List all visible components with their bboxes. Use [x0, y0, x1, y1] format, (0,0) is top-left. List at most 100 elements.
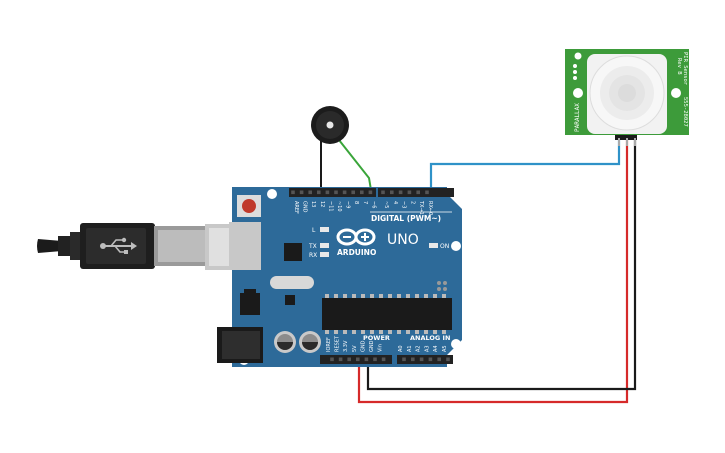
atmega-chip — [322, 294, 452, 334]
led-rx — [320, 252, 329, 257]
power-pin-row — [330, 357, 386, 362]
wires — [320, 138, 637, 404]
power-pin[interactable] — [330, 357, 334, 362]
digital-pin-row — [291, 190, 429, 195]
digital-pin-label: ~5 — [383, 201, 389, 208]
icsp-header — [437, 281, 447, 291]
digital-pin[interactable] — [425, 190, 429, 195]
power-label: POWER — [363, 334, 390, 342]
led-l-label: L — [312, 227, 316, 234]
power-pin[interactable] — [338, 357, 343, 362]
analog-label: ANALOG IN — [410, 334, 450, 342]
pir-rev-label: Rev B — [676, 58, 682, 75]
digital-pin-label: RX←0 — [427, 201, 433, 215]
analog-pin[interactable] — [419, 357, 424, 362]
led-on-label: ON — [440, 243, 449, 250]
analog-pin-label: A1 — [407, 345, 413, 352]
analog-header — [397, 355, 453, 364]
analog-pin[interactable] — [411, 357, 415, 362]
digital-pin-label: TX→1 — [418, 200, 424, 215]
power-pin[interactable] — [356, 357, 360, 362]
digital-pin[interactable] — [317, 190, 321, 195]
usb-chip — [284, 243, 302, 261]
digital-pin-label: 12 — [319, 201, 325, 207]
digital-pin[interactable] — [360, 190, 364, 195]
digital-pin-label: 13 — [310, 201, 316, 207]
power-pin[interactable] — [347, 357, 351, 362]
capacitor — [274, 331, 296, 353]
digital-pin[interactable] — [299, 190, 304, 195]
digital-pin-label: ~3 — [401, 201, 407, 208]
digital-pin-label: GND — [302, 201, 308, 213]
digital-pin[interactable] — [342, 190, 347, 195]
digital-pin[interactable] — [368, 190, 373, 195]
board-model: UNO — [387, 232, 419, 248]
analog-pin-label: A4 — [433, 345, 439, 352]
power-pin[interactable] — [364, 357, 369, 362]
analog-pin[interactable] — [437, 357, 441, 362]
digital-pin[interactable] — [334, 190, 338, 195]
board-brand: ARDUINO — [337, 248, 376, 257]
digital-pin-label: 4 — [392, 201, 398, 204]
analog-pin-label: A5 — [442, 345, 448, 352]
led-tx-label: TX — [308, 243, 317, 250]
analog-pin[interactable] — [428, 357, 433, 362]
power-pin-label: 5V — [352, 345, 358, 352]
analog-pin-row — [402, 357, 450, 362]
digital-pin-label: ~11 — [327, 201, 333, 212]
analog-pin[interactable] — [402, 357, 406, 362]
pir-sensor[interactable]: PARALLAX PIR Sensor Rev B 555-28027 — [565, 49, 689, 146]
led-l — [320, 227, 329, 232]
wire-gnd[interactable] — [366, 138, 637, 391]
led-rx-label: RX — [309, 252, 317, 259]
power-pin-label: IOREF — [326, 337, 332, 352]
power-pin[interactable] — [373, 357, 377, 362]
wire-pir-signal[interactable] — [429, 138, 621, 196]
analog-pin-label: A0 — [398, 345, 404, 352]
analog-pin[interactable] — [446, 357, 450, 362]
digital-pin[interactable] — [390, 190, 394, 195]
digital-header — [289, 188, 454, 197]
digital-pin[interactable] — [325, 190, 330, 195]
digital-pin-label: ~10 — [336, 201, 342, 212]
digital-pin[interactable] — [308, 190, 312, 195]
digital-header-label: DIGITAL (PWM~) — [371, 214, 441, 223]
digital-pin-label: ~9 — [345, 201, 351, 208]
digital-pin[interactable] — [407, 190, 412, 195]
reset-button[interactable] — [237, 195, 261, 217]
analog-pin-label: A3 — [424, 345, 430, 352]
digital-pin[interactable] — [398, 190, 403, 195]
digital-pin-label: ~6 — [370, 201, 376, 208]
analog-pin-label: A2 — [416, 345, 422, 352]
digital-pin[interactable] — [416, 190, 420, 195]
usb-port — [229, 222, 261, 270]
piezo-buzzer[interactable] — [311, 106, 349, 144]
pir-part-label: 555-28027 — [682, 97, 688, 127]
digital-pin-label: 2 — [409, 201, 415, 204]
status-leds: L TX RX — [308, 227, 329, 259]
dc-power-jack — [217, 327, 263, 363]
buzzer-hole — [326, 121, 334, 129]
wire-vcc[interactable] — [357, 138, 629, 404]
crystal — [270, 276, 314, 289]
led-tx — [320, 243, 329, 248]
digital-pin[interactable] — [291, 190, 295, 195]
digital-pin[interactable] — [381, 190, 385, 195]
mounting-hole — [451, 241, 461, 251]
mounting-hole — [451, 339, 461, 349]
digital-pin-label: 8 — [353, 201, 359, 204]
led-on — [429, 243, 438, 248]
digital-pin[interactable] — [351, 190, 355, 195]
power-pin-label: GND — [369, 340, 375, 352]
capacitor — [299, 331, 321, 353]
power-pin[interactable] — [381, 357, 386, 362]
voltage-regulator — [240, 293, 260, 315]
power-pin-label: 3.3V — [343, 340, 349, 352]
usb-icon — [100, 237, 137, 254]
arduino-logo-icon — [336, 228, 376, 246]
